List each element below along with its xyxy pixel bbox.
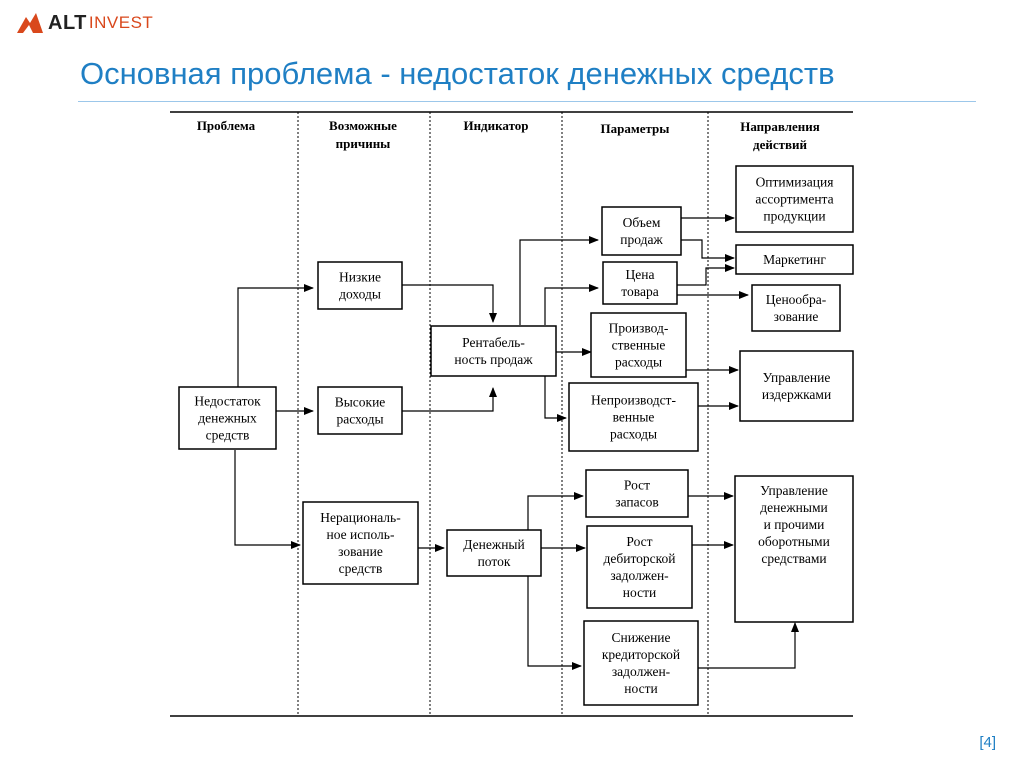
- column-header-parameters: Параметры: [601, 121, 670, 136]
- box-label: Ценообра-зование: [766, 292, 827, 324]
- logo-mark-icon: [17, 13, 43, 33]
- footnote-reference: [4]: [979, 734, 996, 751]
- logo-alt-text: ALT: [48, 11, 87, 34]
- arrow-low-income-to-profitability: [402, 284, 497, 323]
- column-header-problem: Проблема: [197, 118, 256, 133]
- logo-invest-text: INVEST: [88, 13, 154, 32]
- arrow-to-irrational-use: [234, 450, 301, 549]
- arrow-payables-to-working-capital: [698, 622, 799, 669]
- box-pricing: Ценообра-зование: [751, 284, 841, 332]
- arrow-high-costs-to-profitability: [402, 387, 497, 412]
- box-marketing: Маркетинг: [735, 244, 854, 275]
- arrow-price-to-marketing: [677, 264, 735, 286]
- box-profitability: Рентабель-ность продаж: [430, 325, 557, 377]
- page-title: Основная проблема - недостаток денежных …: [80, 56, 835, 91]
- arrow-to-sales-volume: [519, 236, 599, 325]
- arrow-sales-to-marketing: [681, 239, 735, 262]
- column-header-indicator: Индикатор: [463, 118, 528, 133]
- box-label: Маркетинг: [763, 252, 826, 267]
- title-divider: [78, 101, 976, 102]
- arrow-to-nonproduction-costs: [544, 376, 567, 422]
- altinvest-logo: ALT INVEST: [16, 8, 153, 38]
- arrow-to-goods-price: [544, 284, 599, 325]
- box-label: Рентабель-ность продаж: [454, 335, 533, 367]
- arrow-to-payables-decrease: [527, 578, 582, 670]
- arrow-to-low-income: [237, 284, 314, 388]
